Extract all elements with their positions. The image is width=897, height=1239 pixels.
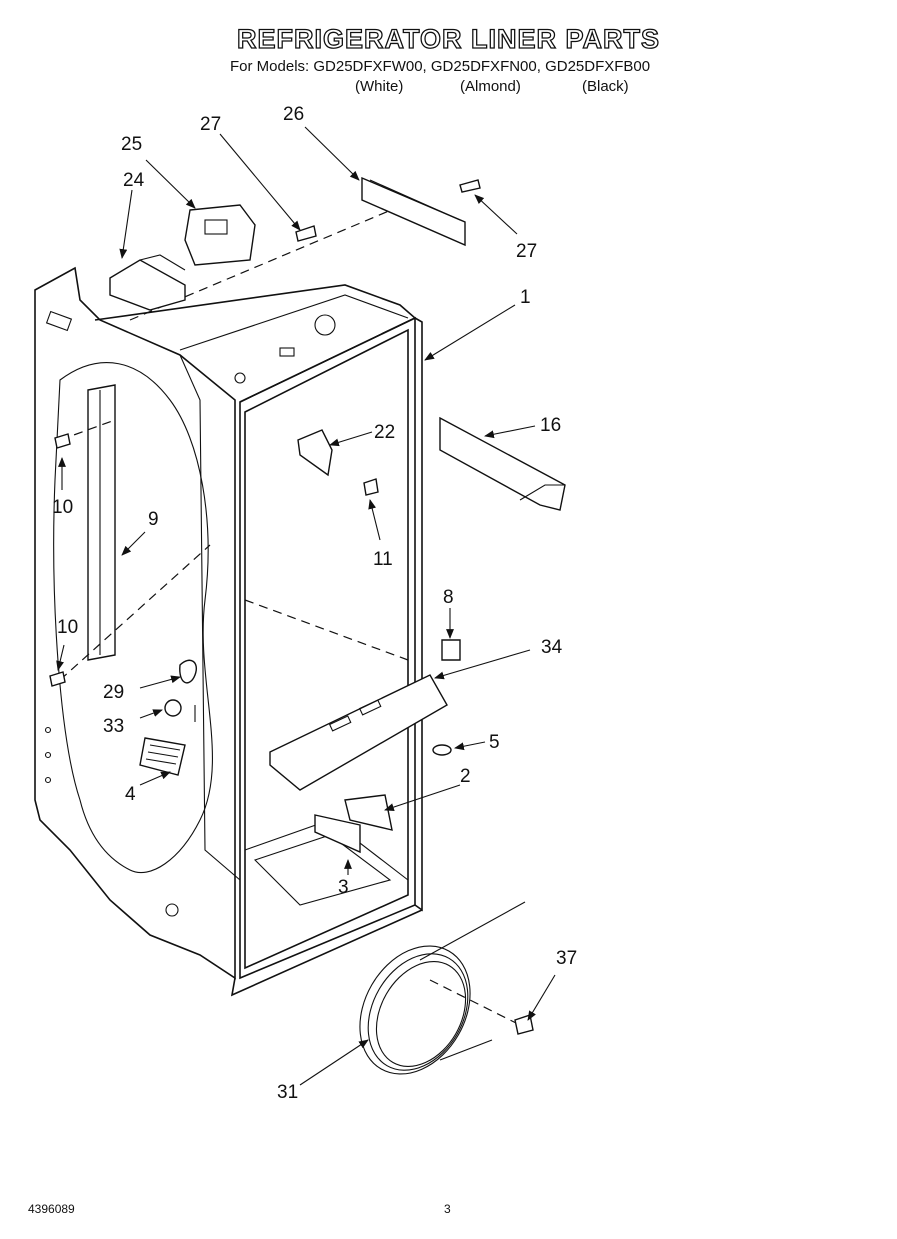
control-housing-part [109,204,256,311]
models-line: For Models: GD25DFXFW00, GD25DFXFN00, GD… [230,58,651,75]
callout-16: 16 [540,415,561,436]
leader-lines [56,126,556,1086]
callout-5: 5 [489,732,500,753]
light-parts [139,659,197,776]
callout-31: 31 [277,1082,298,1103]
color-white-label: (White) [355,78,404,95]
water-tube-part [359,901,534,1075]
callout-29: 29 [103,682,124,703]
callout-26: 26 [283,104,304,125]
top-rail-part [295,176,481,247]
callout-34: 34 [541,637,563,658]
callout-8: 8 [443,587,454,608]
callout-11: 11 [373,549,393,570]
callout-2: 2 [460,766,471,787]
callout-22: 22 [374,422,395,443]
page-number: 3 [444,1202,451,1216]
callout-27-right: 27 [516,241,537,262]
callout-9: 9 [148,509,159,530]
callout-4: 4 [125,784,136,805]
document-number: 4396089 [28,1202,75,1216]
callout-10-upper: 10 [52,497,73,518]
callout-27-upper: 27 [200,114,221,135]
callout-3: 3 [338,877,349,898]
color-black-label: (Black) [582,78,629,95]
center-parts [269,639,461,854]
callout-10-lower: 10 [57,617,78,638]
right-side-parts [297,416,566,511]
color-almond-label: (Almond) [460,78,521,95]
shelf-ladder-part [49,384,211,687]
page-title: REFRIGERATOR LINER PARTS [236,23,660,54]
callout-1: 1 [520,287,531,308]
callout-37: 37 [556,948,577,969]
callout-25: 25 [121,134,142,155]
liner-body [34,199,423,997]
callout-33: 33 [103,716,124,737]
callout-24: 24 [123,170,145,191]
